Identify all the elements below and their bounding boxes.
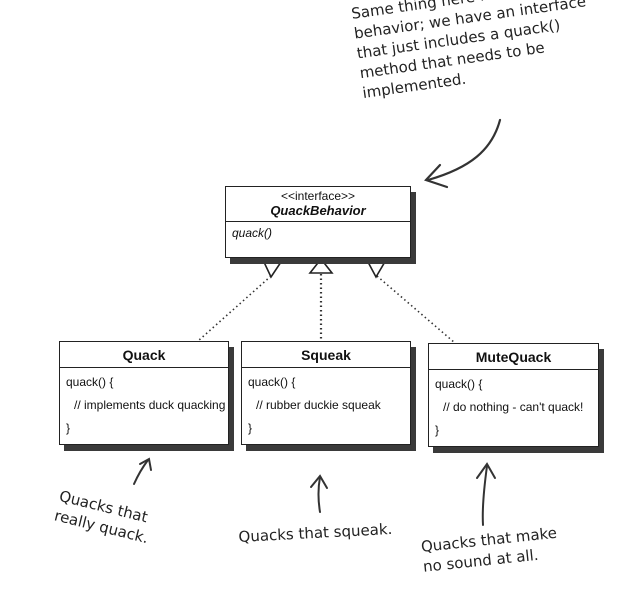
annotation-arrow-top [424,118,502,189]
code-line: } [248,421,253,435]
annotation-arrow-squeak [310,474,328,513]
class-body: quack() { // implements duck quacking } [60,368,228,440]
interface-stereotype: <<interface>> [280,189,356,203]
class-quack: Quack quack() { // implements duck quack… [59,341,229,445]
realization-line-mute [376,275,456,344]
code-comment: // rubber duckie squeak [256,398,381,412]
code-comment: // implements duck quacking [74,398,226,412]
code-line: quack() { [66,375,114,389]
interface-method: quack() [232,226,273,240]
class-mutequack: MuteQuack quack() { // do nothing - can'… [428,343,599,447]
interface-name: QuackBehavior [270,203,366,218]
class-name: Squeak [242,342,410,368]
class-name: MuteQuack [429,344,598,370]
code-line: } [435,423,440,437]
class-body: quack() { // do nothing - can't quack! } [429,370,598,442]
realization-arrowhead-quack [261,259,283,279]
annotation-arrow-mute [476,462,496,526]
interface-header: <<interface>> QuackBehavior [226,187,410,222]
realization-arrowhead-mute [366,259,388,279]
class-name: Quack [60,342,228,368]
code-comment: // do nothing - can't quack! [443,400,584,414]
realization-line-quack [197,275,272,342]
code-line: } [66,421,71,435]
class-squeak: Squeak quack() { // rubber duckie squeak… [241,341,411,445]
annotation-arrow-quack [133,457,152,485]
realization-arrowhead-squeak [308,257,334,274]
code-line: quack() { [435,377,483,391]
interface-quackbehavior: <<interface>> QuackBehavior quack() [225,186,411,258]
code-line: quack() { [248,375,296,389]
class-body: quack() { // rubber duckie squeak } [242,368,410,440]
